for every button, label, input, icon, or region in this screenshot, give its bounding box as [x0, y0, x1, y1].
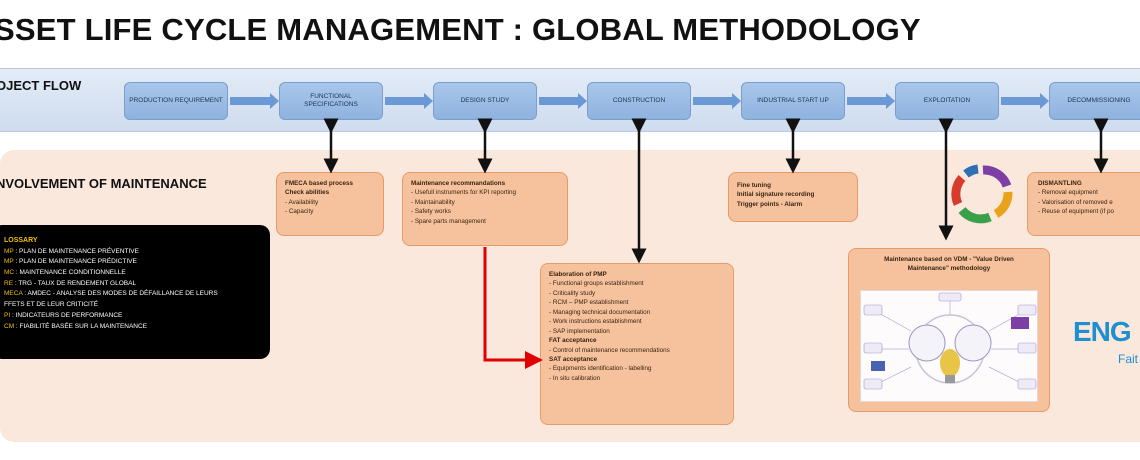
glossary-entry: MP : PLAN DE MAINTENANCE PRÉDICTIVE — [4, 258, 137, 266]
flow-step-industrial-start-up: INDUSTRIAL START UP — [741, 82, 845, 120]
dismantling-title: DISMANTLING — [1038, 180, 1082, 187]
sat-title: SAT acceptance — [549, 355, 598, 363]
glossary-entry: MC : MAINTENANCE CONDITIONNELLE — [4, 268, 126, 276]
engie-logo: ENG — [1073, 316, 1132, 347]
maintenance-label: NVOLVEMENT OF MAINTENANCE — [0, 176, 207, 191]
pmp-item: - SAP implementation — [549, 327, 610, 335]
vdm-title: Maintenance based on VDM - "Value Driven… — [884, 256, 1014, 273]
pmp-item: - Criticality study — [549, 289, 596, 297]
glossary-entry: RE : TRG - TAUX DE RENDEMENT GLOBAL — [4, 279, 137, 287]
engie-logo-tagline: Fait — [1118, 352, 1139, 366]
recommendations-item: - Usefull instruments for KPI reporting — [411, 189, 516, 197]
fmeca-item: - Capacity — [285, 208, 314, 216]
flow-step-production-requirement: PRODUCTION REQUIREMENT — [124, 82, 228, 120]
startup-box: Fine tuning Initial signature recording … — [728, 172, 858, 222]
recommendations-box: Maintenance recommandations - Usefull in… — [402, 172, 568, 246]
pmp-box: Elaboration of PMP - Functional groups e… — [540, 263, 734, 425]
dismantling-item: - Valorisation of removed e — [1038, 198, 1113, 206]
pmp-title: Elaboration of PMP — [549, 271, 607, 278]
flow-step-design-study: DESIGN STUDY — [433, 82, 537, 120]
dismantling-item: - Reuse of equipment (if po — [1038, 208, 1114, 216]
project-flow-label: OJECT FLOW — [0, 78, 82, 93]
glossary-entry: FFETS ET DE LEUR CRITICITÉ — [4, 301, 99, 309]
fmeca-title: FMECA based process — [285, 180, 354, 187]
fmeca-item: - Availability — [285, 198, 319, 206]
startup-line: Initial signature recording — [737, 191, 815, 199]
flow-step-functional-specifications: FUNCTIONAL SPECIFICATIONS — [279, 82, 383, 120]
recommendations-item: - Maintainability — [411, 198, 455, 206]
sat-item: - In situ calibration — [549, 374, 601, 382]
pmp-item: - RCM – PMP establishment — [549, 299, 629, 307]
flow-step-construction: CONSTRUCTION — [587, 82, 691, 120]
flow-step-decommissioning: DECOMMISSIONING — [1049, 82, 1140, 120]
glossary-entry: MP : PLAN DE MAINTENANCE PRÉVENTIVE — [4, 247, 139, 255]
recommendations-item: - Spare parts management — [411, 217, 486, 225]
fat-title: FAT acceptance — [549, 337, 597, 345]
fmeca-box: FMECA based process Check abilities - Av… — [276, 172, 384, 236]
dismantling-item: - Removal equipment — [1038, 189, 1098, 197]
pmp-item: - Work instructions establishment — [549, 318, 642, 326]
fat-item: - Control of maintenance recommendations — [549, 346, 670, 354]
vdm-diagram-icon — [863, 292, 1037, 390]
flow-step-exploitation: EXPLOITATION — [895, 82, 999, 120]
glossary-entry: PI : INDICATEURS DE PERFORMANCE — [4, 311, 123, 319]
glossary-entry: CM : FIABILITÉ BASÉE SUR LA MAINTENANCE — [4, 322, 148, 330]
sat-item: - Equipments identification - labelling — [549, 365, 652, 373]
startup-line: Fine tuning — [737, 182, 771, 189]
glossary-entry: MECA : AMDEC - ANALYSE DES MODES DE DÉFA… — [4, 290, 218, 298]
page-title: SSET LIFE CYCLE MANAGEMENT : GLOBAL METH… — [0, 12, 921, 47]
recommendations-item: - Safety works — [411, 208, 451, 216]
pmp-item: - Functional groups establishment — [549, 280, 644, 288]
pmp-item: - Managing technical documentation — [549, 308, 651, 316]
glossary-panel: LOSSARY MP : PLAN DE MAINTENANCE PRÉVENT… — [0, 225, 270, 359]
dismantling-box: DISMANTLING - Removal equipment - Valori… — [1027, 172, 1140, 236]
glossary-title: LOSSARY — [4, 237, 38, 244]
vdm-methodology-image — [860, 290, 1038, 402]
recommendations-title: Maintenance recommandations — [411, 180, 506, 187]
startup-line: Trigger points - Alarm — [737, 200, 803, 208]
fmeca-subtitle: Check abilities — [285, 189, 330, 197]
